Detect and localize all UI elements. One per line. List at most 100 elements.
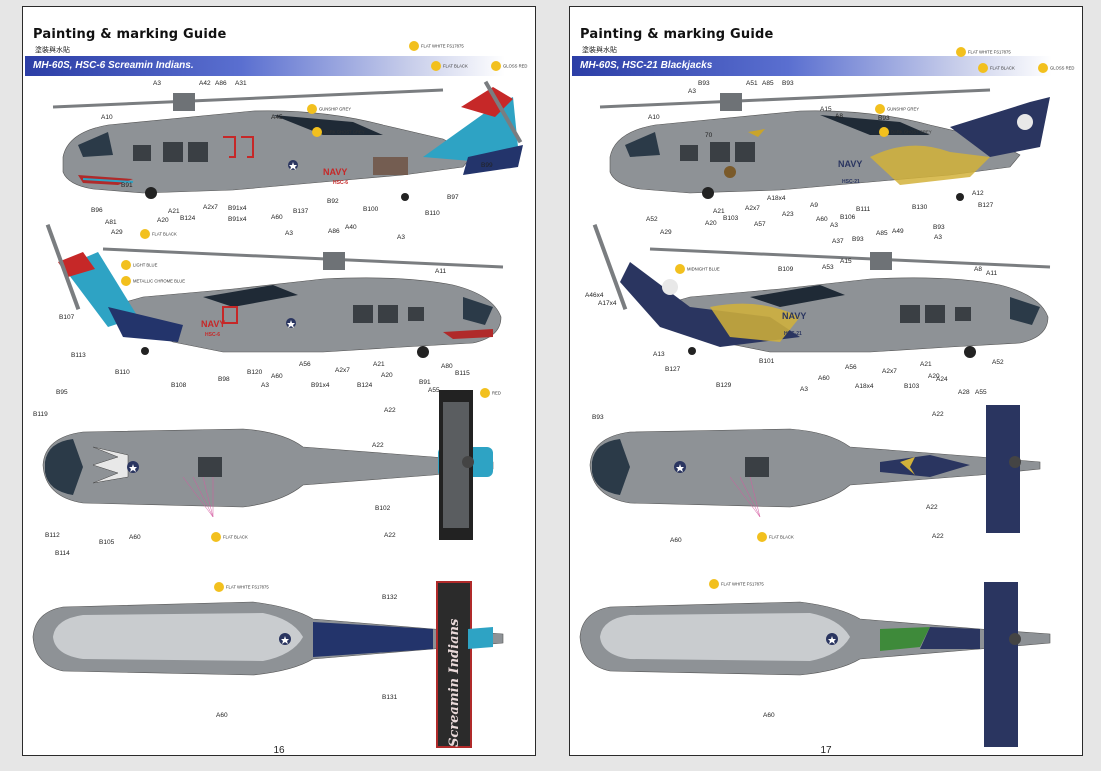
callout-label: B108 (171, 382, 187, 389)
callout-label: A29 (111, 229, 123, 236)
callout-label: A37 (832, 238, 844, 245)
paint-swatch-label: FLAT BLACK (152, 232, 177, 237)
callout-label: B93 (592, 414, 604, 421)
callout-label: B91x4 (228, 205, 247, 212)
callout-label: B130 (912, 204, 928, 211)
callout-label: A3 (153, 80, 161, 87)
callout-label: A11 (435, 268, 446, 275)
paint-swatch-label: GLOSS RED (1050, 66, 1074, 71)
helicopter-drawings-17: NAVY HSC-21 70 NAVY HSC-21 (579, 47, 1074, 747)
callout-label: A13 (653, 351, 665, 358)
paint-swatch-label: FLAT BLACK (990, 66, 1015, 71)
callout-label: B98 (218, 376, 230, 383)
callout-label: A86 (328, 228, 340, 235)
top-view-helicopter (42, 390, 494, 540)
paint-swatch-icon (312, 127, 322, 137)
callout-label: A2x7 (745, 205, 760, 212)
callout-label: A55 (428, 387, 440, 394)
paint-swatch-icon (121, 276, 131, 286)
callout-label: B109 (778, 266, 794, 273)
callout-label: B95 (56, 389, 68, 396)
callout-label: B103 (904, 383, 920, 390)
side-view-2-callouts: A86A40A3A11B107B113B110B108B98B120A60A3A… (59, 224, 470, 394)
paint-swatch-icon (409, 41, 419, 51)
callout-label: A86 (215, 80, 227, 87)
squadron-tag-17: HSC-21 (842, 179, 860, 185)
callout-label: A49 (892, 228, 904, 235)
paint-swatch-label: DARK GHOST GREY (891, 130, 932, 135)
callout-label: A2x7 (203, 204, 218, 211)
callout-label: A60 (816, 216, 828, 223)
callout-label: A60 (216, 712, 228, 719)
callout-label: A57 (754, 221, 766, 228)
callout-label: A85 (762, 80, 774, 87)
paint-swatch-icon (491, 61, 501, 71)
callout-label: B112 (45, 532, 60, 539)
bottom-view-helicopter-17 (579, 582, 1051, 747)
callout-label: B114 (55, 550, 70, 557)
paint-swatch-icon (875, 104, 885, 114)
callout-label: A9 (810, 202, 818, 209)
page-subtitle: 塗裝與水貼 (35, 47, 70, 54)
callout-label: A3 (261, 382, 269, 389)
callout-label: A45 (271, 114, 283, 121)
callout-label: A12 (972, 190, 984, 197)
callout-label: A21 (168, 208, 180, 215)
callout-label: B110 (115, 369, 130, 376)
callout-label: A24 (936, 376, 948, 383)
callout-label: B99 (481, 162, 493, 169)
callout-label: A3 (830, 222, 838, 229)
callout-label: B110 (425, 210, 440, 217)
side-view-left-helicopter (52, 80, 523, 201)
callout-label: A29 (660, 229, 672, 236)
callout-label: B93 (933, 224, 945, 231)
callout-label: A15 (820, 106, 832, 113)
callout-label: B105 (99, 539, 115, 546)
callout-label: A8 (974, 266, 982, 273)
callout-label: B124 (357, 382, 373, 389)
callout-label: B124 (180, 215, 196, 222)
callout-label: A15 (840, 258, 852, 265)
scheme-name-17: MH-60S, HSC-21 Blackjacks (580, 60, 713, 71)
paint-swatch-icon (307, 104, 317, 114)
callout-label: A42 (199, 80, 211, 87)
paint-swatch-label: FLAT WHITE FS17875 (968, 50, 1011, 55)
callout-label: B101 (759, 358, 775, 365)
callout-label: A81 (105, 219, 117, 226)
callout-label: B119 (33, 411, 48, 418)
tail-fin-text: Screamin Indians (447, 618, 462, 747)
callout-label: A52 (992, 359, 1004, 366)
paint-swatch-label: FLAT WHITE FS17875 (421, 44, 464, 49)
modex-number: 70 (705, 132, 713, 139)
navy-marking: NAVY (323, 167, 347, 177)
callout-label: A18x4 (855, 383, 874, 390)
page-title: Painting & marking Guide (33, 27, 227, 42)
paint-swatch-label: RED (492, 391, 501, 396)
callout-label: A3 (800, 386, 808, 393)
callout-label: B93 (782, 80, 794, 87)
callout-label: A3 (397, 234, 405, 241)
squadron-tag: HSC-6 (333, 180, 348, 186)
paint-swatch-label: FLAT WHITE FS17875 (226, 585, 269, 590)
callout-label: A52 (646, 216, 658, 223)
callout-label: B91 (121, 182, 133, 189)
callout-label: B93 (698, 80, 710, 87)
bottom-view-callouts-17: A60 (763, 712, 775, 719)
callout-label: B127 (665, 366, 681, 373)
squadron-tag-2: HSC-6 (205, 332, 220, 338)
callout-label: A51 (746, 80, 758, 87)
callout-label: B115 (455, 370, 470, 377)
callout-label: B96 (91, 207, 103, 214)
paint-swatch-label: FLAT BLACK (223, 535, 248, 540)
callout-label: A46x4 (585, 292, 604, 299)
callout-label: A3 (934, 234, 942, 241)
paint-swatch-icon (879, 127, 889, 137)
paint-swatch-label: FLAT WHITE FS17875 (721, 582, 764, 587)
paint-swatch-icon (121, 260, 131, 270)
top-view-helicopter-17 (589, 405, 1041, 533)
callout-label: A18x4 (767, 195, 786, 202)
paint-swatch-label: FLAT BLACK (769, 535, 794, 540)
callout-label: A60 (271, 214, 283, 221)
